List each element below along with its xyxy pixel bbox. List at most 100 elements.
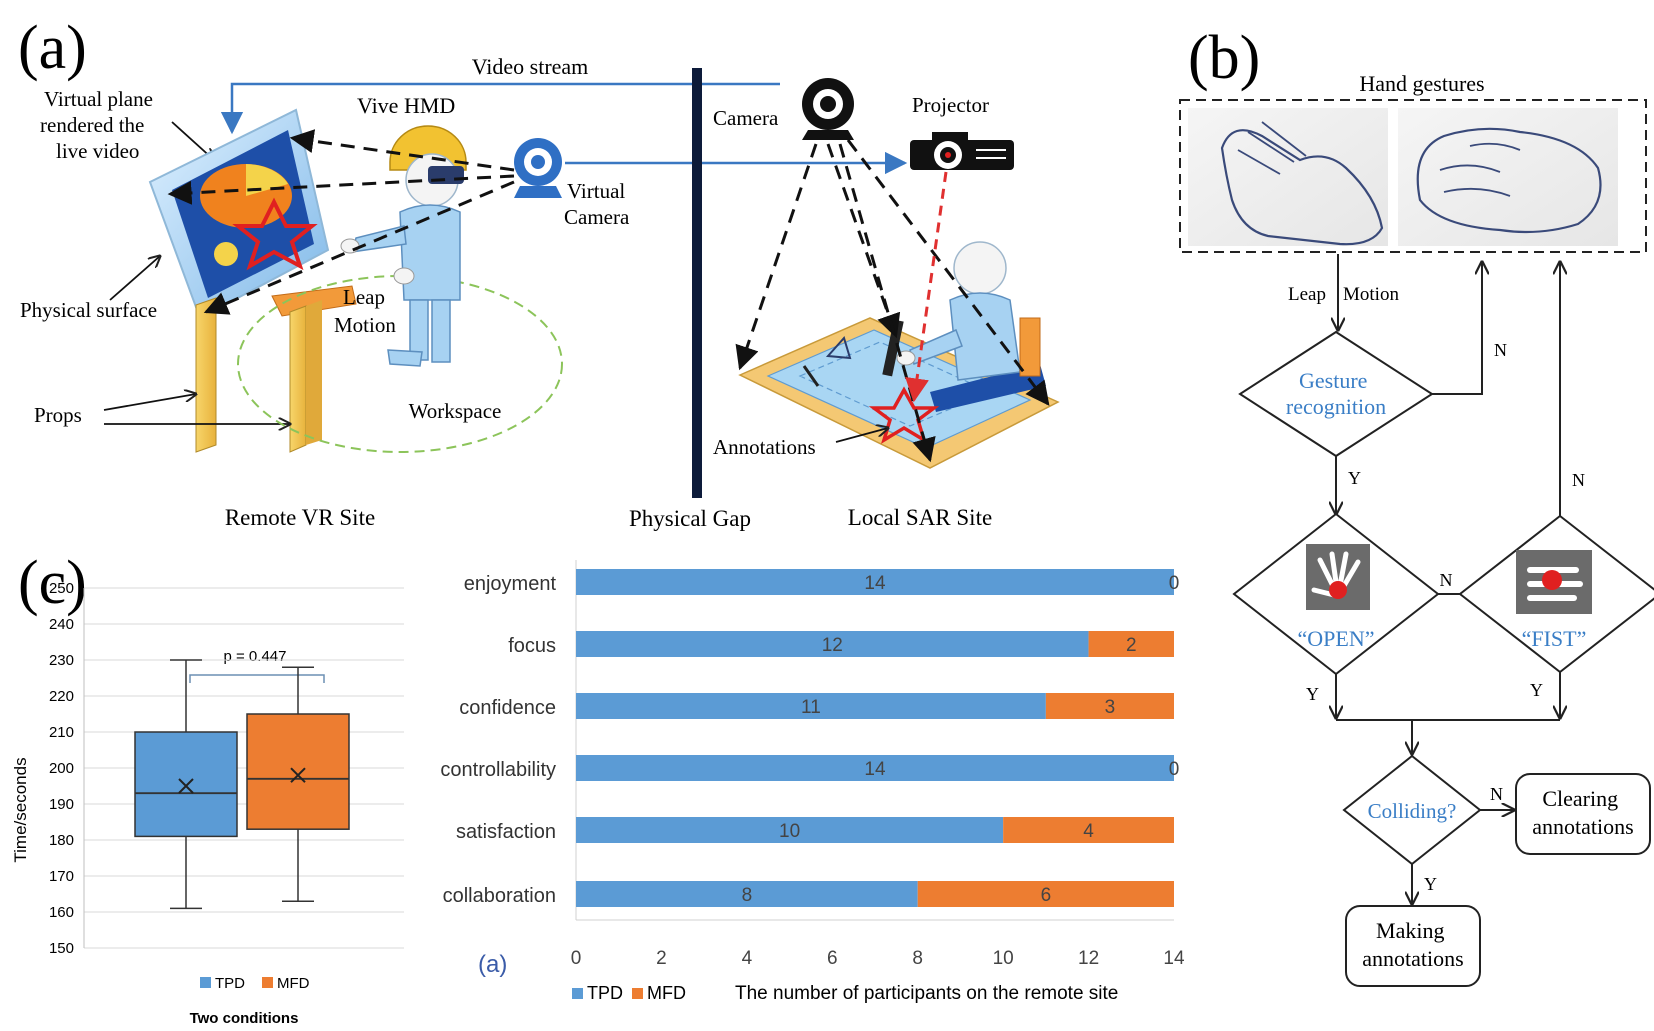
local-workbench [738,317,1060,469]
p-value-bracket [189,674,325,683]
bar-xtick-2: 4 [742,948,753,969]
bar-category-satisfaction: satisfaction [456,821,556,843]
virtual-camera-label: Virtual Camera [564,179,630,229]
bar-label-TPD-collaboration: 8 [742,885,753,906]
bar-legend-tpd-swatch [572,988,583,999]
bar-xtick-3: 6 [827,948,838,969]
camera-frustum [735,139,1050,463]
panel-b: (b) Hand gestures Leap Motion Gesture re… [1179,24,1654,987]
panel-a-label: (a) [18,14,87,82]
box-iqr-TPD [134,731,238,838]
projector-label: Projector [912,93,989,117]
box-plot-chart: Time/seconds Two conditions p = 0.447 TP… [11,580,404,1027]
box-ytick-8: 230 [49,652,74,669]
bar-xtick-6: 12 [1078,948,1099,969]
props-label: Props [34,403,82,427]
motion-text: Motion [1343,284,1399,305]
annotations-pointer [835,428,888,443]
gesture-no-arrow [1432,262,1482,395]
open-label: “OPEN” [1298,626,1375,651]
physical-gap-label: Physical Gap [629,506,751,531]
hand-gestures-box [1179,99,1647,253]
box-ytick-7: 220 [49,688,74,705]
local-user-figure [896,241,1041,381]
panel-c-label: (c) [18,549,87,617]
box-legend-mfd: MFD [277,975,310,992]
bar-xtick-5: 10 [993,948,1014,969]
bar-label-MFD-collaboration: 6 [1041,885,1052,906]
box-ytick-3: 180 [49,832,74,849]
fist-hand-icon [1416,127,1602,234]
bar-label-TPD-controllability: 14 [864,759,886,780]
bar-xtick-7: 14 [1163,948,1185,969]
annotations-label: Annotations [713,435,816,459]
box-ytick-1: 160 [49,904,74,921]
fist-no-label: N [1572,470,1585,490]
panel-c: (c) Time/seconds Two conditions p = 0.44… [11,549,1185,1027]
box-ytick-2: 170 [49,868,74,885]
bar-legend-mfd-swatch [632,988,643,999]
bar-label-MFD-satisfaction: 4 [1083,821,1094,842]
bar-MFD-satisfaction [1003,817,1174,843]
virtual-camera-frustum [167,129,515,315]
colliding-no-label: N [1490,784,1503,804]
open-hand-image [1188,108,1388,246]
workspace-label: Workspace [409,399,502,423]
open-hand-icon [1220,129,1384,246]
panel-a: (a) Video stream Virtual plane rendered … [18,14,1060,531]
hand-gestures-label: Hand gestures [1359,71,1484,96]
box-ytick-0: 150 [49,940,74,957]
bar-category-enjoyment: enjoyment [464,573,557,595]
bar-category-confidence: confidence [459,697,556,719]
physical-surface-pointer [109,256,160,301]
bar-category-collaboration: collaboration [443,885,556,907]
bar-xtick-0: 0 [571,948,582,969]
projector-beam [905,171,948,403]
bar-label-TPD-satisfaction: 10 [779,821,800,842]
local-sar-site-label: Local SAR Site [848,505,992,530]
bar-category-focus: focus [508,635,556,657]
bar-TPD-focus [576,631,1089,657]
bar-xtick-4: 8 [912,948,923,969]
gesture-recognition-label: Gesture recognition [1286,368,1386,419]
fist-yes-label: Y [1530,680,1543,700]
panel-b-label: (b) [1188,24,1260,92]
p-value-annotation: p = 0.447 [224,648,287,665]
bar-TPD-enjoyment [576,569,1174,595]
bar-label-MFD-enjoyment: 0 [1169,573,1180,594]
gesture-no-label: N [1494,340,1507,360]
leap-text: Leap [1288,284,1326,305]
physical-gap-divider [692,68,702,498]
box-ytick-9: 240 [49,616,74,633]
projector-icon [910,132,1014,170]
making-annotations-node [1345,905,1481,987]
bar-MFD-collaboration [917,881,1174,907]
box-legend-tpd-swatch [200,977,211,988]
colliding-label: Colliding? [1368,799,1457,823]
video-stream-arrow [220,82,780,135]
box-mean-TPD [178,778,194,794]
leap-motion-label: Leap Motion [334,285,396,337]
chart-sub-label: (a) [478,951,507,978]
clearing-annotations-label: Clearing annotations [1532,786,1633,839]
open-yes-label: Y [1306,684,1319,704]
bar-label-TPD-confidence: 11 [801,697,821,718]
bar-MFD-focus [1088,631,1174,657]
virtual-monitor [148,108,330,320]
bar-xlabel: The number of participants on the remote… [735,983,1118,1004]
bar-TPD-controllability [576,755,1174,781]
open-no-label: N [1440,570,1453,590]
bar-MFD-confidence [1045,693,1174,719]
box-ylabel: Time/seconds [11,757,30,862]
bar-label-TPD-focus: 12 [822,635,843,656]
vive-hmd-label: Vive HMD [357,93,455,118]
video-stream-label: Video stream [472,54,589,79]
bar-legend-mfd: MFD [647,983,686,1003]
virtual-plane-label: Virtual plane rendered the live video [40,87,158,163]
making-annotations-label: Making annotations [1362,918,1463,971]
stacked-bar-chart: The number of participants on the remote… [440,560,1185,1004]
bar-TPD-satisfaction [576,817,1004,843]
bar-label-TPD-enjoyment: 14 [864,573,886,594]
fist-label: “FIST” [1522,626,1587,651]
